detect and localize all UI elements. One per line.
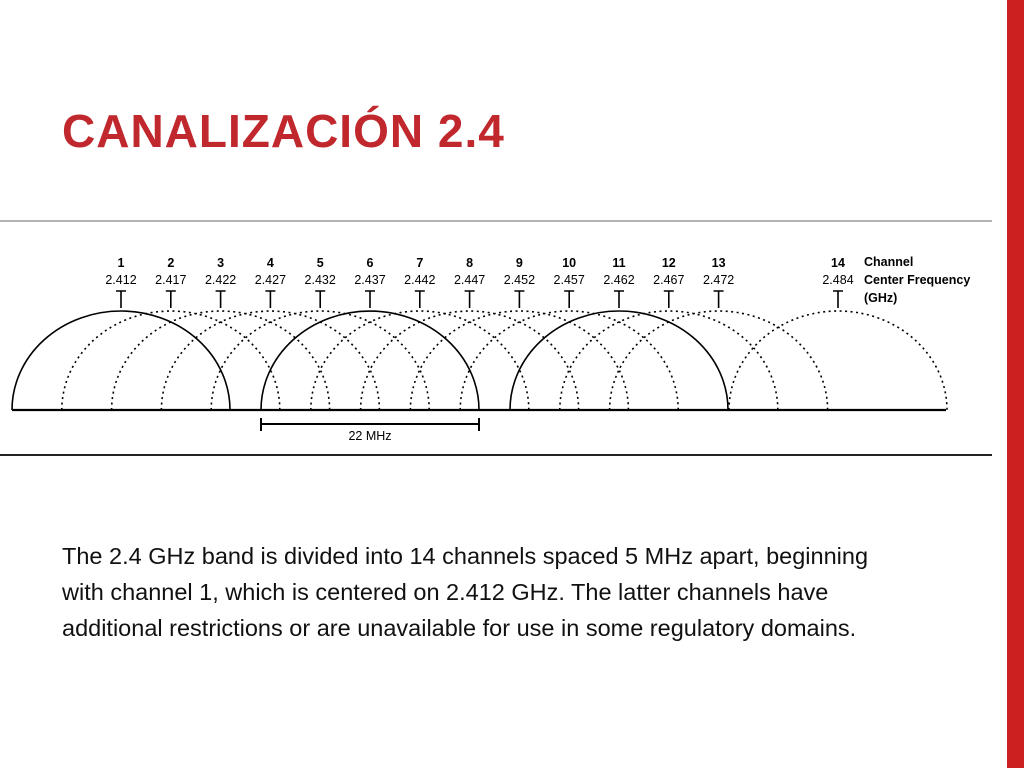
channel-marker-5 xyxy=(315,290,326,308)
channel-marker-13 xyxy=(713,290,724,308)
channel-frequency-13: 2.472 xyxy=(703,273,734,287)
channel-arc-4 xyxy=(160,310,381,411)
channel-frequency-7: 2.442 xyxy=(404,273,435,287)
channel-number-8: 8 xyxy=(466,256,473,270)
channel-frequency-14: 2.484 xyxy=(822,273,853,287)
channel-number-10: 10 xyxy=(562,256,576,270)
channel-number-9: 9 xyxy=(516,256,523,270)
channel-frequency-9: 2.452 xyxy=(504,273,535,287)
body-paragraph: The 2.4 GHz band is divided into 14 chan… xyxy=(62,543,869,641)
channel-frequency-4: 2.427 xyxy=(255,273,286,287)
channel-number-14: 14 xyxy=(831,256,845,270)
channel-arc-11 xyxy=(509,310,729,411)
top-divider xyxy=(0,220,992,222)
legend: Channel Center Frequency (GHz) xyxy=(864,255,970,305)
channel-arc-10 xyxy=(459,310,679,411)
channel-marker-1 xyxy=(116,290,126,308)
channel-frequency-2: 2.417 xyxy=(155,273,186,287)
channel-arc-7 xyxy=(310,310,530,411)
channel-labels: 1 2.412 2 2.417 3 2.422 4 2.427 5 2.432 6 2.437 7 2.4… xyxy=(105,256,854,308)
channel-number-3: 3 xyxy=(217,256,224,270)
channel-frequency-6: 2.437 xyxy=(354,273,385,287)
channel-arc-12 xyxy=(559,310,779,411)
channel-frequency-3: 2.422 xyxy=(205,273,236,287)
channel-arc-6 xyxy=(260,310,480,411)
channel-frequency-10: 2.457 xyxy=(554,273,585,287)
channel-marker-9 xyxy=(514,290,525,308)
channel-diagram: 1 2.412 2 2.417 3 2.422 4 2.427 5 2.432 6 2.437 7 2.4… xyxy=(11,255,970,443)
slide-title: CANALIZACIÓN 2.4 xyxy=(62,105,505,157)
channel-number-1: 1 xyxy=(118,256,125,270)
channel-frequency-5: 2.432 xyxy=(305,273,336,287)
channel-number-12: 12 xyxy=(662,256,676,270)
channel-arc-3 xyxy=(110,310,331,411)
channel-number-4: 4 xyxy=(267,256,274,270)
channel-marker-6 xyxy=(365,290,375,308)
bandwidth-indicator: 22 MHz xyxy=(260,418,480,443)
channel-frequency-1: 2.412 xyxy=(105,273,136,287)
bandwidth-label: 22 MHz xyxy=(348,429,391,443)
channel-arc-14 xyxy=(728,310,948,411)
channel-arc-2 xyxy=(61,310,281,411)
channel-number-11: 11 xyxy=(612,256,625,270)
channel-marker-12 xyxy=(663,290,674,308)
legend-channel: Channel xyxy=(864,255,913,269)
channel-number-7: 7 xyxy=(416,256,423,270)
channel-marker-3 xyxy=(215,290,226,308)
legend-center-frequency: Center Frequency xyxy=(864,273,970,287)
channel-marker-2 xyxy=(165,290,176,308)
channel-marker-8 xyxy=(464,290,475,308)
channel-number-6: 6 xyxy=(367,256,374,270)
channel-number-5: 5 xyxy=(317,256,324,270)
accent-side-bar xyxy=(1007,0,1024,768)
channel-marker-4 xyxy=(265,290,276,308)
channel-number-13: 13 xyxy=(712,256,726,270)
bottom-divider xyxy=(0,454,992,456)
channel-arc-1 xyxy=(11,310,231,411)
channel-marker-10 xyxy=(564,290,575,308)
channel-frequency-12: 2.467 xyxy=(653,273,684,287)
channel-marker-7 xyxy=(414,290,425,308)
channel-marker-14 xyxy=(833,290,843,308)
channel-marker-11 xyxy=(614,290,624,308)
channel-arc-13 xyxy=(608,310,829,411)
channel-number-2: 2 xyxy=(167,256,174,270)
legend-unit: (GHz) xyxy=(864,291,897,305)
channel-arc-9 xyxy=(409,310,630,411)
channel-frequency-11: 2.462 xyxy=(603,273,634,287)
channel-frequency-8: 2.447 xyxy=(454,273,485,287)
channel-arcs xyxy=(11,310,948,411)
channel-arc-8 xyxy=(359,310,580,411)
channel-arc-5 xyxy=(210,310,430,411)
